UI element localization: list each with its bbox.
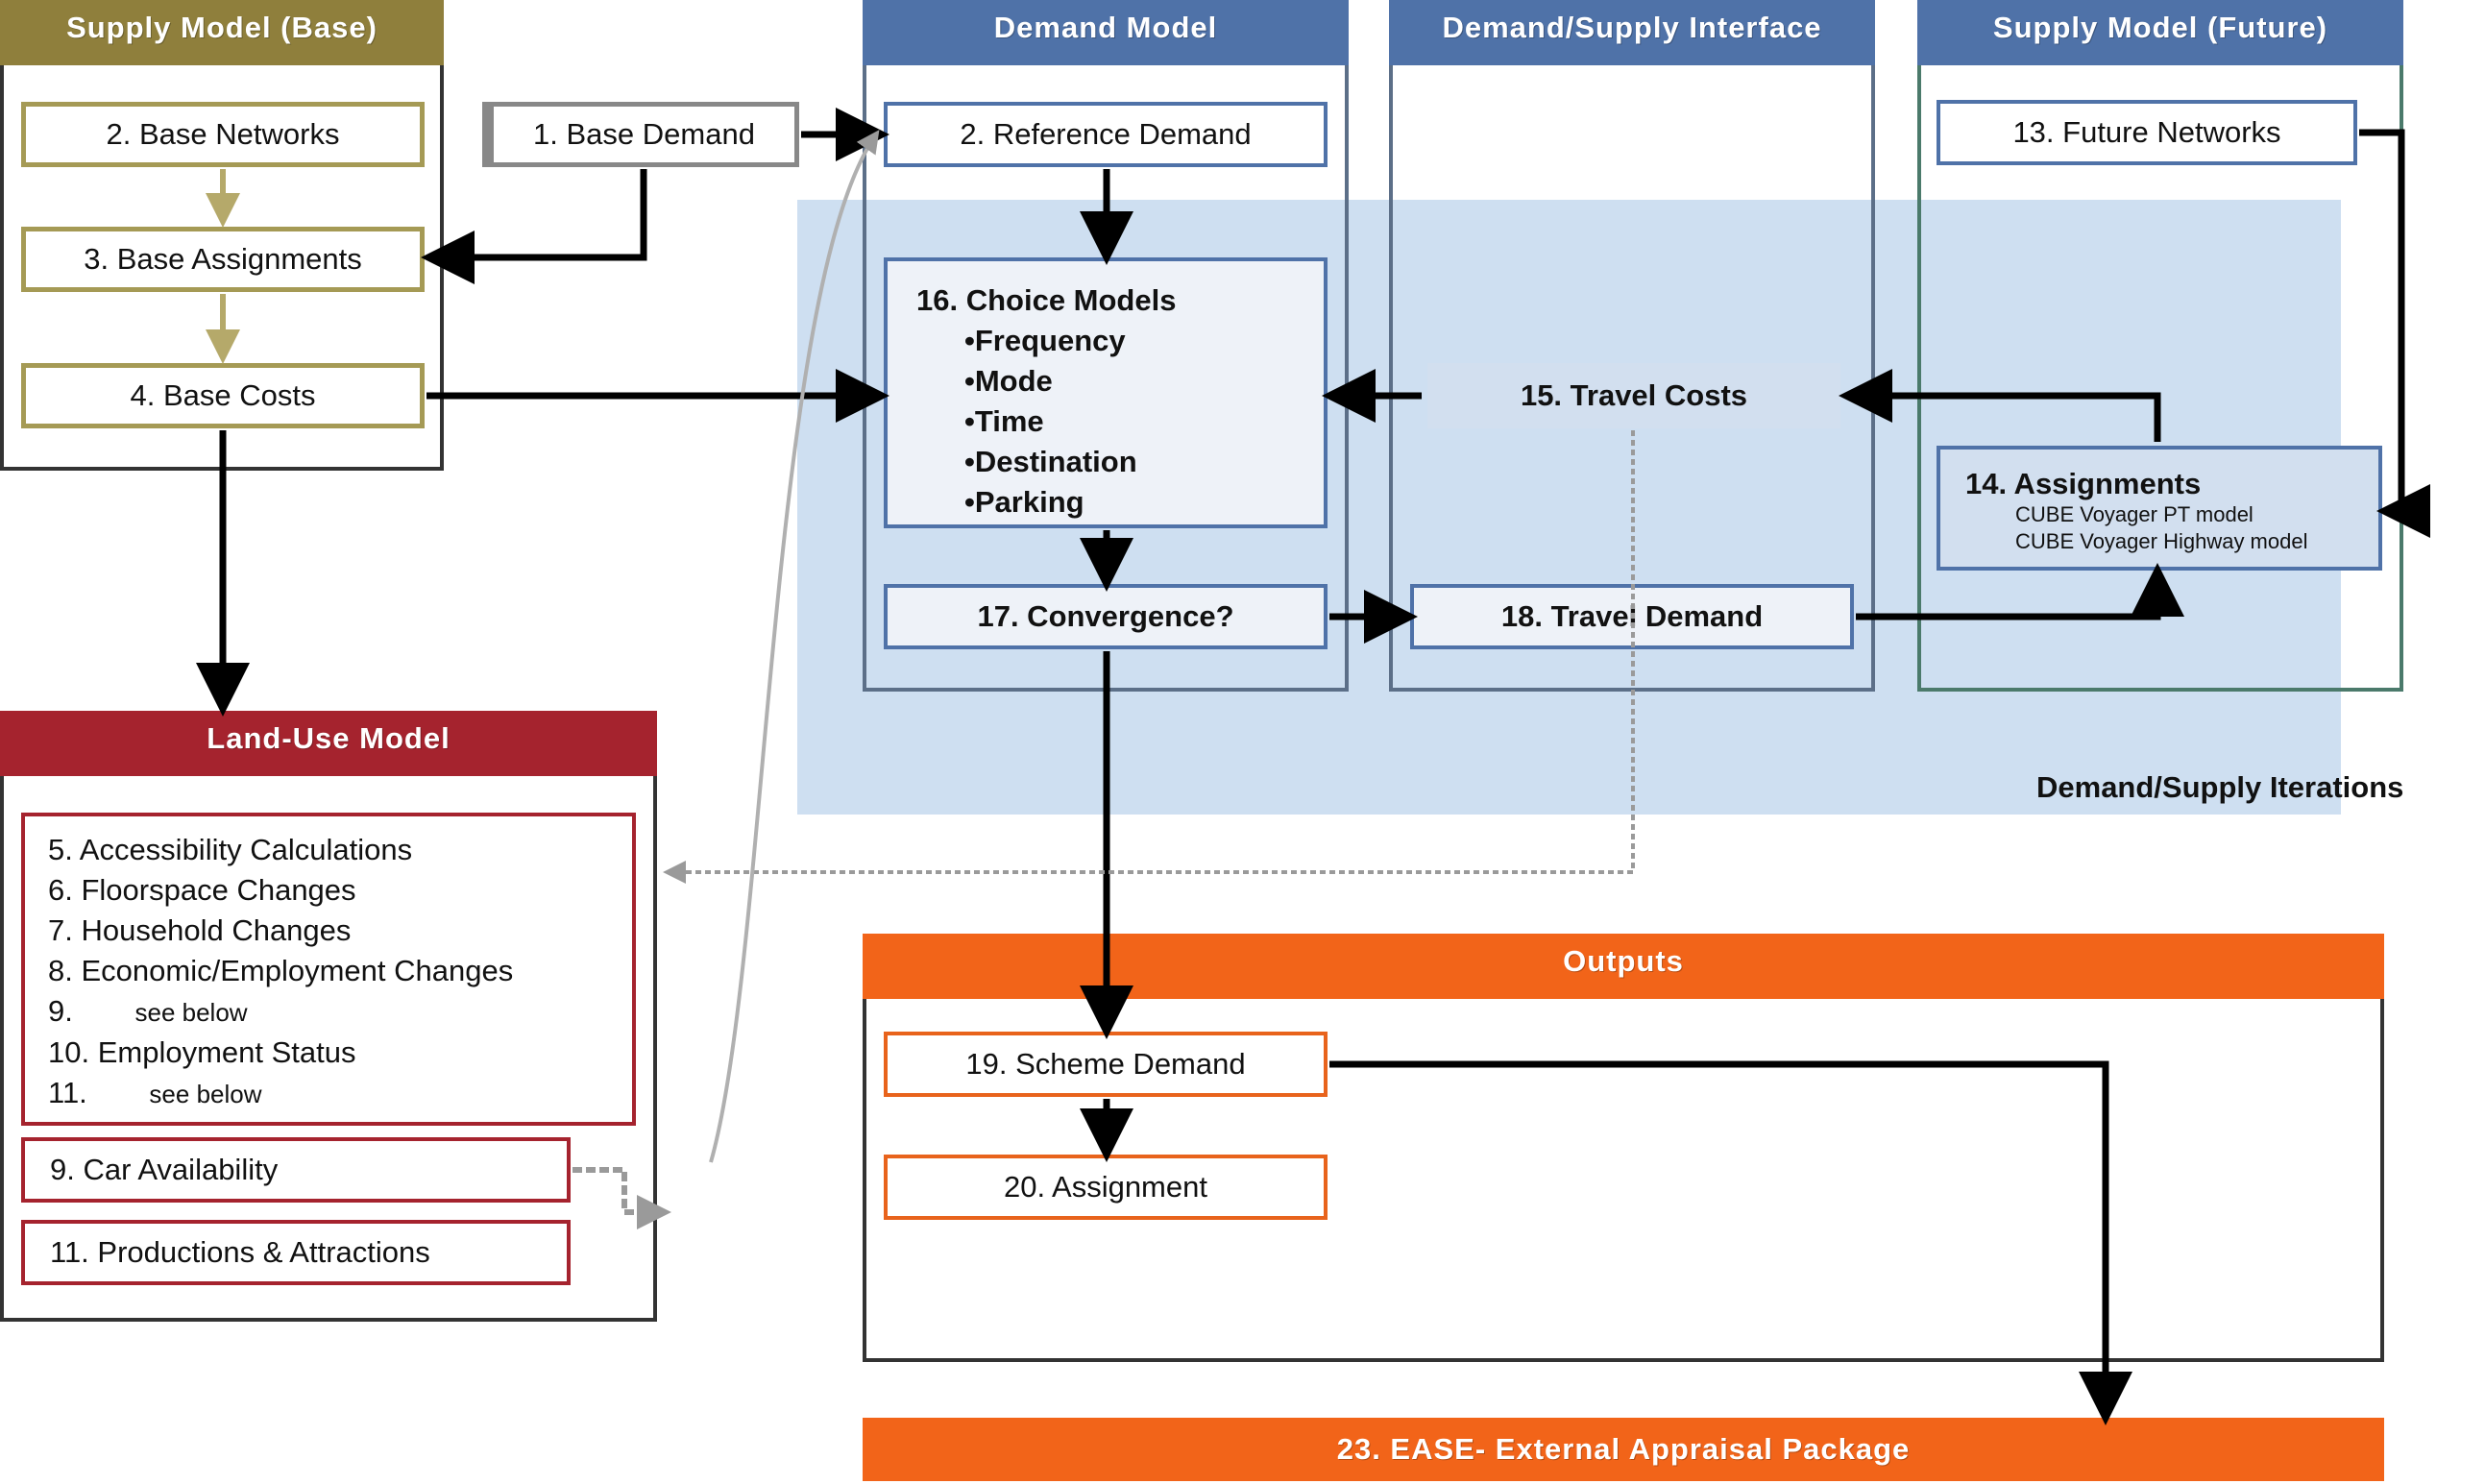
choice-item-mode: •Mode (964, 364, 1053, 398)
ease-bar[interactable]: 23. EASE- External Appraisal Package (863, 1418, 2384, 1481)
supply-future-header: Supply Model (Future) (1917, 0, 2403, 65)
assignments-box[interactable]: 14. Assignments CUBE Voyager PT model CU… (1937, 446, 2382, 571)
arrow-productions-feedback (573, 1167, 671, 1229)
assignments-title: 14. Assignments (1965, 467, 2202, 500)
iterations-label: Demand/Supply Iterations (2036, 770, 2404, 804)
arrow-land-use-to-reference-demand (709, 130, 880, 1163)
land-use-item-11: 11. see below (48, 1076, 262, 1109)
assignments-line-pt: CUBE Voyager PT model (2015, 502, 2254, 526)
arrow-travel-demand-to-assignments (1856, 563, 2184, 620)
base-assignments-box[interactable]: 3. Base Assignments (21, 227, 425, 292)
productions-box[interactable]: 11. Productions & Attractions (21, 1220, 571, 1285)
land-use-item-6: 6. Floorspace Changes (48, 873, 356, 907)
travel-costs-box[interactable]: 15. Travel Costs (1427, 363, 1840, 428)
arrow-travel-costs-to-land-use (663, 430, 1635, 884)
assignment-box[interactable]: 20. Assignment (884, 1155, 1328, 1220)
land-use-header: Land-Use Model (0, 711, 657, 776)
arrow-base-demand-to-assignments (421, 169, 647, 284)
choice-models-title: 16. Choice Models (916, 283, 1177, 317)
arrow-assignments-to-travel-costs (1839, 369, 2161, 442)
land-use-item-10: 10. Employment Status (48, 1035, 356, 1069)
base-costs-box[interactable]: 4. Base Costs (21, 363, 425, 428)
land-use-item-5: 5. Accessibility Calculations (48, 833, 413, 866)
choice-item-time: •Time (964, 404, 1044, 438)
choice-item-parking: •Parking (964, 485, 1084, 519)
base-demand-box[interactable]: 1. Base Demand (482, 102, 799, 167)
assignments-line-highway: CUBE Voyager Highway model (2015, 529, 2308, 553)
land-use-item-8: 8. Economic/Employment Changes (48, 954, 514, 987)
arrow-future-networks-to-assignments (2359, 129, 2430, 538)
car-availability-box[interactable]: 9. Car Availability (21, 1137, 571, 1203)
land-use-item-9: 9. see below (48, 994, 248, 1028)
reference-demand-box[interactable]: 2. Reference Demand (884, 102, 1328, 167)
future-networks-box[interactable]: 13. Future Networks (1937, 100, 2357, 165)
arrow-scheme-to-ease (1329, 1060, 2132, 1425)
choice-item-destination: •Destination (964, 445, 1137, 478)
supply-base-header: Supply Model (Base) (0, 0, 444, 65)
choice-models-box[interactable]: 16. Choice Models •Frequency •Mode •Time… (884, 257, 1328, 528)
base-networks-box[interactable]: 2. Base Networks (21, 102, 425, 167)
interface-header: Demand/Supply Interface (1389, 0, 1875, 65)
demand-model-header: Demand Model (863, 0, 1349, 65)
choice-item-frequency: •Frequency (964, 324, 1126, 357)
land-use-list-box[interactable]: 5. Accessibility Calculations 6. Floorsp… (21, 813, 636, 1126)
land-use-item-7: 7. Household Changes (48, 913, 352, 947)
